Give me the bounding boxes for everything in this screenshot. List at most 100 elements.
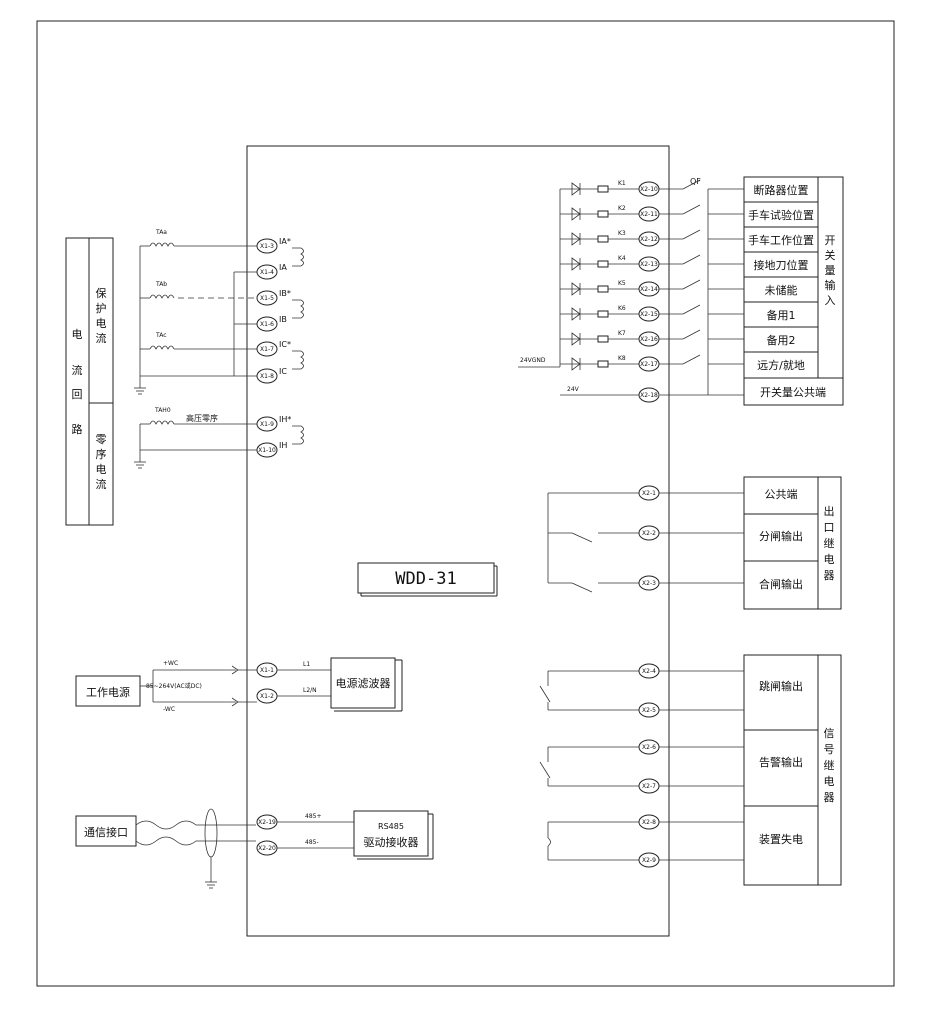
svg-text:X2-18: X2-18 xyxy=(640,392,658,399)
switch-input-item: 未储能 xyxy=(765,283,798,297)
svg-text:路: 路 xyxy=(72,423,83,436)
terminal-x2-5: X2-5 xyxy=(638,702,660,718)
svg-text:X1-9: X1-9 xyxy=(260,421,274,428)
svg-text:X2-19: X2-19 xyxy=(258,819,276,826)
outlet-item: 合闸输出 xyxy=(759,577,803,591)
svg-text:IB*: IB* xyxy=(279,289,291,298)
terminal-x1-7: X1-7IC* xyxy=(256,340,291,357)
outlet-relay-group-label: 出 口 继 电 器 xyxy=(824,504,835,582)
outlet-item: 分闸输出 xyxy=(759,529,803,543)
svg-text:输: 输 xyxy=(825,278,836,292)
terminal-x2-6: X2-6 xyxy=(638,739,660,755)
svg-text:X1-8: X1-8 xyxy=(260,373,274,380)
svg-text:IB: IB xyxy=(279,315,287,324)
terminal-x2-1: X2-1 xyxy=(638,485,744,501)
terminal-x2-19: X2-19 xyxy=(256,814,278,830)
terminal-x1-9: X1-9IH* xyxy=(256,415,291,432)
svg-text:K4: K4 xyxy=(618,255,626,262)
driver-subtitle: 驱动接收器 xyxy=(364,835,419,849)
terminal-x1-8: X1-8IC xyxy=(256,367,287,384)
power-plus: +WC xyxy=(163,660,178,667)
svg-text:量: 量 xyxy=(825,264,836,277)
power-range: 85~264V(AC或DC) xyxy=(146,682,202,690)
svg-text:K2: K2 xyxy=(618,205,626,212)
svg-text:继: 继 xyxy=(824,759,835,772)
svg-text:X2-11: X2-11 xyxy=(640,211,658,218)
svg-text:电: 电 xyxy=(824,553,835,566)
switch-input-panel: 断路器位置 手车试验位置 手车工作位置 接地刀位置 未储能 备用1 备用2 远方… xyxy=(743,176,844,406)
comm-label: 通信接口 xyxy=(84,826,128,839)
svg-text:信: 信 xyxy=(824,727,835,740)
svg-text:序: 序 xyxy=(96,447,107,461)
svg-text:X2-12: X2-12 xyxy=(640,236,658,243)
svg-text:X1-3: X1-3 xyxy=(260,243,274,250)
power-section: 工作电源 +WC 85~264V(AC或DC) -WC X1-1 X1-2 L1… xyxy=(75,657,403,713)
svg-text:继: 继 xyxy=(824,537,835,550)
terminal-x2-4: X2-4 xyxy=(638,663,660,679)
svg-text:X1-6: X1-6 xyxy=(260,321,274,328)
svg-text:保: 保 xyxy=(96,286,107,300)
current-loop-panel: 电 流 回 路 保 护 电 流 零 序 电 流 xyxy=(65,237,114,526)
switch-input-item: 远方/就地 xyxy=(757,358,805,372)
terminal-x1-2: X1-2 xyxy=(256,688,278,704)
svg-text:X2-7: X2-7 xyxy=(642,783,656,790)
svg-text:X2-1: X2-1 xyxy=(642,490,656,497)
svg-text:X2-2: X2-2 xyxy=(642,530,656,537)
terminal-x1-6: X1-6 IB xyxy=(256,315,287,332)
switch-input-item: 备用2 xyxy=(767,333,796,347)
zero-ct-note: 高压零序 xyxy=(186,413,218,423)
svg-text:IA: IA xyxy=(279,263,287,272)
svg-text:入: 入 xyxy=(825,294,836,307)
svg-text:X2-9: X2-9 xyxy=(642,857,656,864)
svg-text:X1-1: X1-1 xyxy=(260,667,274,674)
outlet-relay-panel: 公共端 分闸输出 合闸输出 出 口 继 电 器 X2-1 X2-2 X2-3 xyxy=(547,476,842,610)
breaker-label: QF xyxy=(690,177,701,186)
terminal-x1-3: X1-3 IA* xyxy=(256,237,291,254)
terminal-x1-5: X1-5 IB* xyxy=(256,289,291,306)
svg-text:K7: K7 xyxy=(618,330,626,337)
svg-text:X1-2: X1-2 xyxy=(260,693,274,700)
current-loop-label: 电 流 回 路 xyxy=(72,328,83,436)
line-485-plus: 485+ xyxy=(305,813,321,820)
svg-text:X1-7: X1-7 xyxy=(260,346,274,353)
svg-text:流: 流 xyxy=(72,363,83,377)
terminal-x2-3: X2-3 xyxy=(638,575,744,591)
ct-label-a: TAa xyxy=(155,229,167,236)
terminal-x1-4: X1-4IA xyxy=(256,263,287,280)
svg-text:X2-3: X2-3 xyxy=(642,580,656,587)
comm-section: 通信接口 X2-19 X2-20 485+ 485- RS485 驱动接收器 xyxy=(75,808,434,889)
device-body xyxy=(246,145,670,937)
signal-relay-group-label: 信 号 继 电 器 xyxy=(824,727,835,804)
svg-text:口: 口 xyxy=(824,521,835,534)
svg-text:电: 电 xyxy=(96,317,107,330)
terminal-x2-20: X2-20 xyxy=(256,840,278,856)
svg-text:X2-4: X2-4 xyxy=(642,668,656,675)
svg-text:K1: K1 xyxy=(618,180,626,187)
svg-text:X2-20: X2-20 xyxy=(258,845,276,852)
svg-text:开: 开 xyxy=(825,234,836,247)
current-terminals: X1-3 IA* X1-4IA X1-5 IB* X1-6 IB X1-7IC* X1… xyxy=(256,237,304,458)
svg-text:器: 器 xyxy=(824,569,835,582)
driver-title: RS485 xyxy=(378,822,404,831)
power-filter: 电源滤波器 xyxy=(336,676,391,690)
svg-text:X1-5: X1-5 xyxy=(260,295,274,302)
svg-text:电: 电 xyxy=(72,328,83,341)
svg-text:IA*: IA* xyxy=(279,237,291,246)
svg-text:零: 零 xyxy=(96,433,107,446)
switch-input-item: 接地刀位置 xyxy=(754,258,809,272)
svg-text:器: 器 xyxy=(824,791,835,804)
svg-text:X2-5: X2-5 xyxy=(642,707,656,714)
svg-text:回: 回 xyxy=(72,388,83,401)
protection-current-label: 保 护 电 流 xyxy=(96,286,107,345)
power-label: 工作电源 xyxy=(86,685,130,699)
terminal-x2-18: X2-18 xyxy=(638,387,660,403)
switch-input-item: 手车工作位置 xyxy=(748,233,814,247)
svg-text:X2-8: X2-8 xyxy=(642,819,656,826)
signal-item: 告警输出 xyxy=(759,755,803,769)
svg-text:关: 关 xyxy=(825,248,836,262)
